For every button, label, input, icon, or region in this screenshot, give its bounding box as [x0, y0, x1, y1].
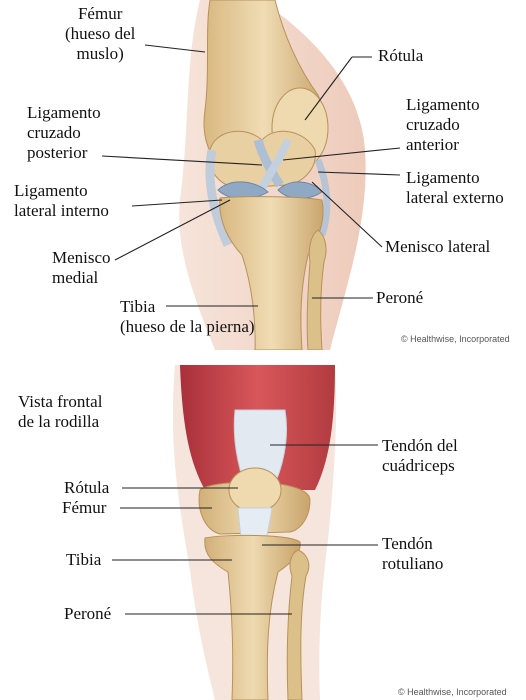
label-tibia: Tibia (hueso de la pierna)	[120, 297, 255, 337]
knee-front-view-figure: Vista frontal de la rodilla Tendón del c…	[0, 350, 526, 700]
label-medial-collateral-ligament: Ligamento lateral interno	[14, 181, 109, 221]
label-quadriceps-tendon: Tendón del cuádriceps	[382, 436, 458, 476]
label-femur: Fémur (hueso del muslo)	[65, 4, 135, 64]
patella-front	[229, 468, 281, 512]
label-lateral-meniscus: Menisco lateral	[385, 237, 490, 257]
label-fibula: Peroné	[376, 288, 423, 308]
label-fibula-front: Peroné	[64, 604, 111, 624]
diagram-title: Vista frontal de la rodilla	[18, 392, 102, 432]
label-posterior-cruciate-ligament: Ligamento cruzado posterior	[27, 103, 101, 163]
credit-bottom: © Healthwise, Incorporated	[398, 687, 507, 697]
label-femur-front: Fémur	[62, 498, 106, 518]
label-patella-front: Rótula	[64, 478, 109, 498]
label-lateral-collateral-ligament: Ligamento lateral externo	[406, 168, 504, 208]
label-patella: Rótula	[378, 46, 423, 66]
credit-top: © Healthwise, Incorporated	[401, 334, 510, 344]
label-anterior-cruciate-ligament: Ligamento cruzado anterior	[406, 95, 480, 155]
label-medial-meniscus: Menisco medial	[52, 248, 111, 288]
label-patellar-tendon: Tendón rotuliano	[382, 534, 443, 574]
label-tibia-front: Tibia	[66, 550, 101, 570]
knee-side-view-figure: Fémur (hueso del muslo) Rótula Ligamento…	[0, 0, 526, 350]
